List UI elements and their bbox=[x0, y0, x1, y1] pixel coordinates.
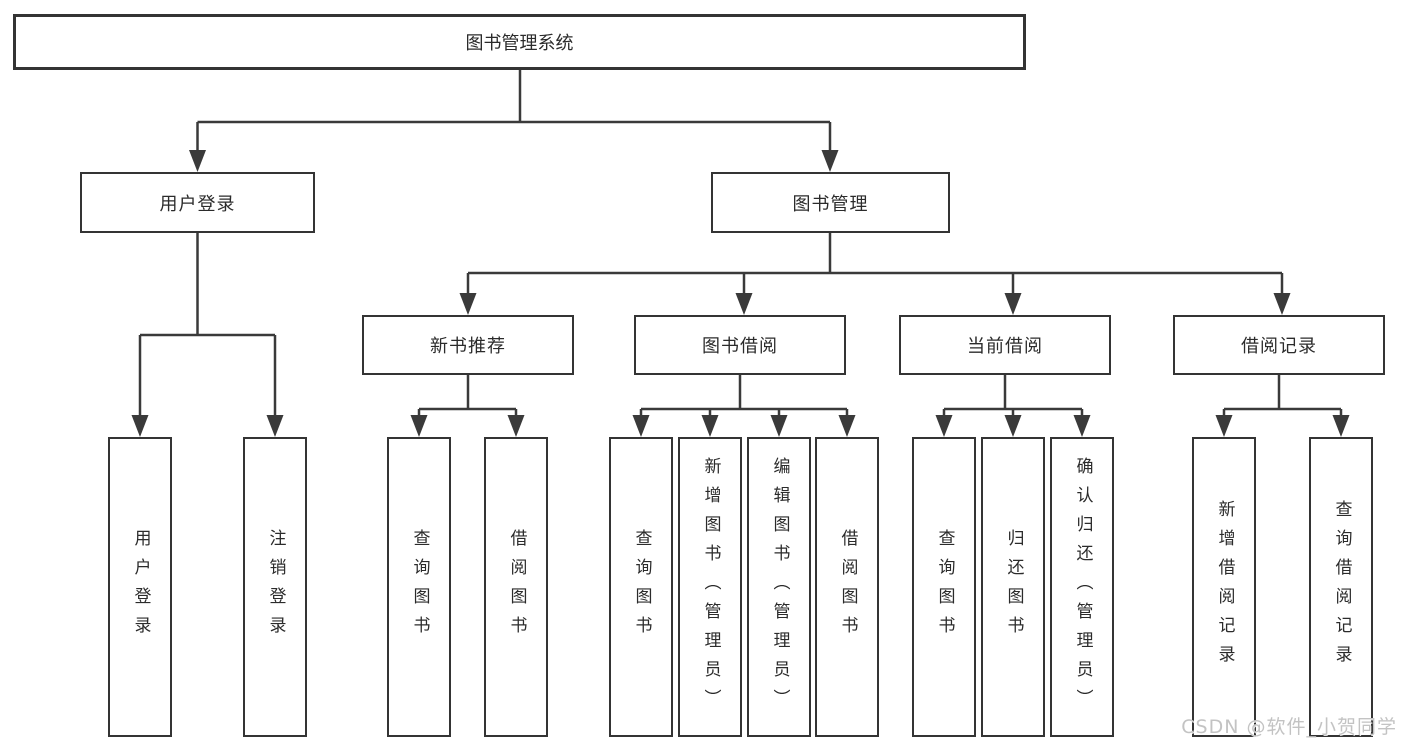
node-user-login: 用户登录 bbox=[80, 172, 315, 233]
leaf-record-add-label: 新增借阅记录 bbox=[1214, 500, 1235, 674]
leaf-current-query-label: 查询图书 bbox=[934, 529, 955, 645]
leaf-record-query-label: 查询借阅记录 bbox=[1331, 500, 1352, 674]
leaf-borrow-add-admin-label: 新增图书（管理员） bbox=[700, 456, 721, 718]
leaf-borrow-edit-admin-label: 编辑图书（管理员） bbox=[769, 456, 790, 718]
node-current-borrow-label: 当前借阅 bbox=[967, 336, 1043, 357]
leaf-record-add: 新增借阅记录 bbox=[1192, 437, 1256, 737]
node-borrow-records: 借阅记录 bbox=[1173, 315, 1385, 375]
leaf-borrow-add-admin: 新增图书（管理员） bbox=[678, 437, 742, 737]
leaf-current-confirm-admin-label: 确认归还（管理员） bbox=[1072, 456, 1093, 718]
leaf-borrow-book: 借阅图书 bbox=[815, 437, 879, 737]
leaf-newbook-borrow-label: 借阅图书 bbox=[506, 529, 527, 645]
arrowheads bbox=[131, 150, 1350, 437]
node-borrow-records-label: 借阅记录 bbox=[1241, 336, 1317, 357]
leaf-current-return: 归还图书 bbox=[981, 437, 1045, 737]
leaf-current-return-label: 归还图书 bbox=[1003, 529, 1024, 645]
leaf-borrow-query-label: 查询图书 bbox=[631, 529, 652, 645]
node-book-management: 图书管理 bbox=[711, 172, 950, 233]
leaf-user-login-label: 用户登录 bbox=[130, 529, 151, 645]
node-new-book-recommend: 新书推荐 bbox=[362, 315, 574, 375]
leaf-record-query: 查询借阅记录 bbox=[1309, 437, 1373, 737]
node-book-management-label: 图书管理 bbox=[792, 193, 869, 215]
node-root: 图书管理系统 bbox=[13, 14, 1026, 70]
node-book-borrow: 图书借阅 bbox=[634, 315, 846, 375]
node-root-label: 图书管理系统 bbox=[465, 33, 574, 54]
leaf-borrow-book-label: 借阅图书 bbox=[837, 529, 858, 645]
node-new-book-recommend-label: 新书推荐 bbox=[430, 336, 506, 357]
leaf-borrow-query: 查询图书 bbox=[609, 437, 673, 737]
leaf-user-login: 用户登录 bbox=[108, 437, 172, 737]
leaf-newbook-borrow: 借阅图书 bbox=[484, 437, 548, 737]
leaf-current-confirm-admin: 确认归还（管理员） bbox=[1050, 437, 1114, 737]
leaf-newbook-query-label: 查询图书 bbox=[409, 529, 430, 645]
node-user-login-label: 用户登录 bbox=[159, 193, 236, 215]
leaf-logout-label: 注销登录 bbox=[265, 529, 286, 645]
csdn-watermark: CSDN @软件_小贺同学 bbox=[1181, 716, 1397, 738]
leaf-logout: 注销登录 bbox=[243, 437, 307, 737]
leaf-newbook-query: 查询图书 bbox=[387, 437, 451, 737]
leaf-current-query: 查询图书 bbox=[912, 437, 976, 737]
node-current-borrow: 当前借阅 bbox=[899, 315, 1111, 375]
node-book-borrow-label: 图书借阅 bbox=[702, 336, 778, 357]
leaf-borrow-edit-admin: 编辑图书（管理员） bbox=[747, 437, 811, 737]
